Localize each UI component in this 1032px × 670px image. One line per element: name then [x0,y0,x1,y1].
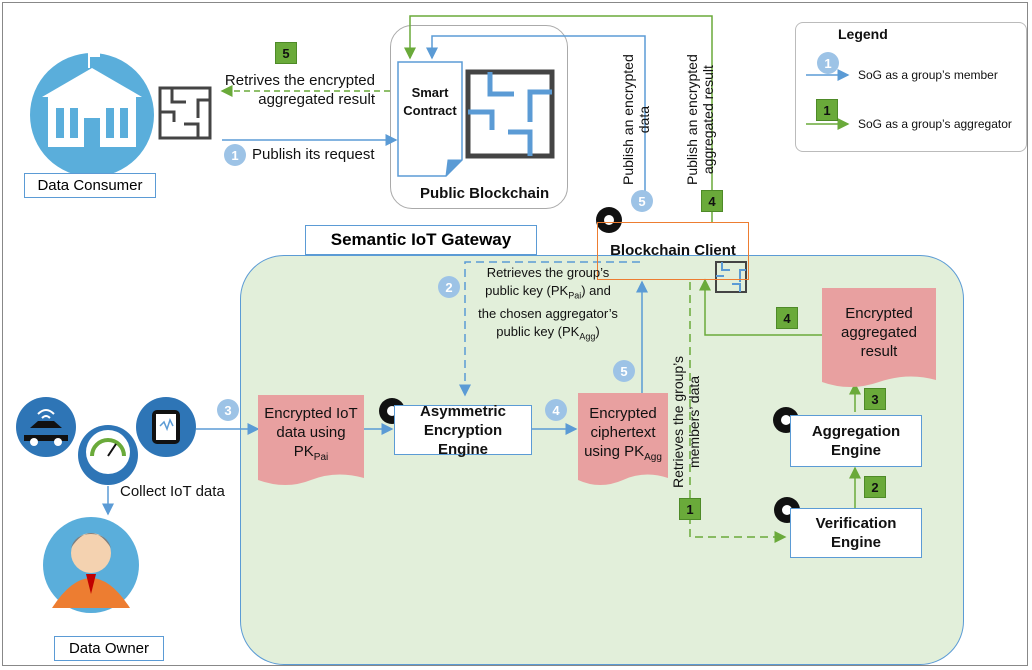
public-blockchain-label: Public Blockchain [420,185,550,202]
publish-data-line2: data [636,106,652,134]
keys-line1: Retrieves the group’s [486,265,610,280]
step-4-circle: 4 [545,399,567,421]
person-avatar-icon [43,517,139,613]
car-wifi-icon [16,397,76,457]
keys-line4: public key (PKAgg) [466,323,630,346]
encrypted-iot-data-doc: Encrypted IoT data using PKPai [258,404,364,467]
step-2-square: 2 [864,476,886,498]
smartwatch-icon [136,397,196,457]
verification-engine-box: Verification Engine [790,508,922,558]
step-4-square-publish: 4 [701,190,723,212]
keys-line2b: Pai [568,290,582,301]
legend-box [795,22,1027,152]
iot-data-text: Encrypted IoT data using PK [264,405,358,460]
publish-request-label: Publish its request [252,146,375,163]
publish-aggregated-label: Publish an encrypted aggregated result [684,54,716,185]
data-owner-label: Data Owner [54,636,164,661]
keys-line3: the chosen aggregator’s [478,305,618,321]
publish-aggregated-line2: aggregated result [700,65,716,175]
publish-data-line1: Publish an encrypted [620,54,636,185]
retrives-encrypted-line1: Retrives the encrypted [224,72,375,89]
building-icon [30,50,154,177]
smart-contract-label: Smart Contract [403,85,457,118]
doc-shape-cipher [578,393,668,485]
retrives-encrypted-label: Retrives the encrypted aggregated result [225,71,375,109]
step-2-circle-keys: 2 [438,276,460,298]
members-line2: members’ data [686,375,702,469]
step-4-square-agg: 4 [776,307,798,329]
keys-line4c: ) [595,323,600,339]
iot-data-sub: Pai [313,452,329,463]
step-3-circle: 3 [217,399,239,421]
step-3-square: 3 [864,388,886,410]
encrypted-aggregated-doc: Encrypted aggregated result [841,305,917,360]
step-5-circle-publish: 5 [631,190,653,212]
client-chip-icon [715,261,747,293]
retrieves-members-label: Retrieves the group’s members’ data [670,356,702,488]
legend-member-badge: 1 [817,52,839,74]
legend-title: Legend [838,26,888,42]
gateway-title: Semantic IoT Gateway [305,225,537,255]
publish-aggregated-line1: Publish an encrypted [684,54,700,185]
doc-shape-agg [822,288,936,387]
keys-line2c: ) and [581,283,611,298]
keys-line4b: Agg [579,331,596,342]
step-1-circle-consumer: 1 [224,144,246,166]
keys-line2a: public key (PK [485,283,569,298]
blockchain-chip-icon [465,69,555,159]
chip-icon [158,86,212,140]
step-1-square-members: 1 [679,498,701,520]
data-consumer-label: Data Consumer [24,173,156,198]
keys-line2: public key (PKPai) and [466,282,630,305]
step-5-square-top: 5 [275,42,297,64]
keys-line4a: public key (PK [496,323,580,339]
doc-shape-iot [258,395,364,485]
encrypted-ciphertext-doc: Encrypted ciphertext using PKAgg [578,404,668,467]
legend-aggregator-badge: 1 [816,99,838,121]
ciphertext-sub: Agg [644,452,662,463]
step-5-circle-cipher: 5 [613,360,635,382]
asymmetric-engine-box: Asymmetric Encryption Engine [394,403,532,458]
publish-data-label: Publish an encrypted data [620,54,652,185]
blockchain-client-box: Blockchain Client [597,222,749,280]
retrives-encrypted-line2: aggregated result [258,91,375,108]
collect-iot-label: Collect IoT data [120,483,225,500]
smart-contract-doc [397,61,463,177]
retrieves-keys-label: Retrieves the group’s public key (PKPai)… [466,264,630,345]
aggregation-engine-box: Aggregation Engine [790,415,922,467]
legend-aggregator-label: SoG as a group’s aggregator [858,117,1012,131]
gauge-icon [78,425,138,485]
members-line1: Retrieves the group’s [670,355,686,488]
legend-member-label: SoG as a group’s member [858,68,998,82]
blockchain-client-label: Blockchain Client [610,242,736,259]
ciphertext-text: Encrypted ciphertext using PK [584,405,657,460]
